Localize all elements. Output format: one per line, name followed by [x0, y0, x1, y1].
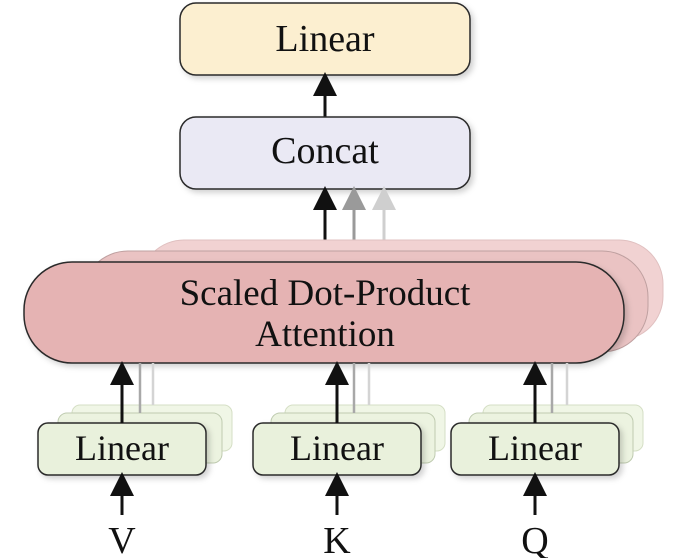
concat-label: Concat — [271, 130, 379, 172]
input-linear-k-label: Linear — [290, 428, 384, 468]
input-label-v: V — [108, 520, 136, 558]
output-linear-label: Linear — [275, 18, 375, 60]
attention-block: Scaled Dot-Product Attention — [23, 239, 664, 364]
input-linear-q-block: Linear — [450, 404, 644, 476]
input-label-q: Q — [521, 520, 548, 558]
input-arrows — [110, 472, 547, 515]
input-linear-v-label: Linear — [75, 428, 169, 468]
input-linear-q-label: Linear — [488, 428, 582, 468]
input-label-k: K — [323, 520, 351, 558]
attention-box — [23, 261, 625, 364]
attention-label-line1: Scaled Dot-Product — [180, 273, 472, 314]
concat-block: Concat — [179, 116, 471, 190]
input-linear-k-block: Linear — [252, 404, 446, 476]
linear-to-attention-arrows — [110, 361, 569, 423]
input-linear-v-block: Linear — [37, 404, 233, 476]
output-linear-block: Linear — [179, 2, 471, 76]
attention-label-line2: Attention — [255, 314, 395, 355]
